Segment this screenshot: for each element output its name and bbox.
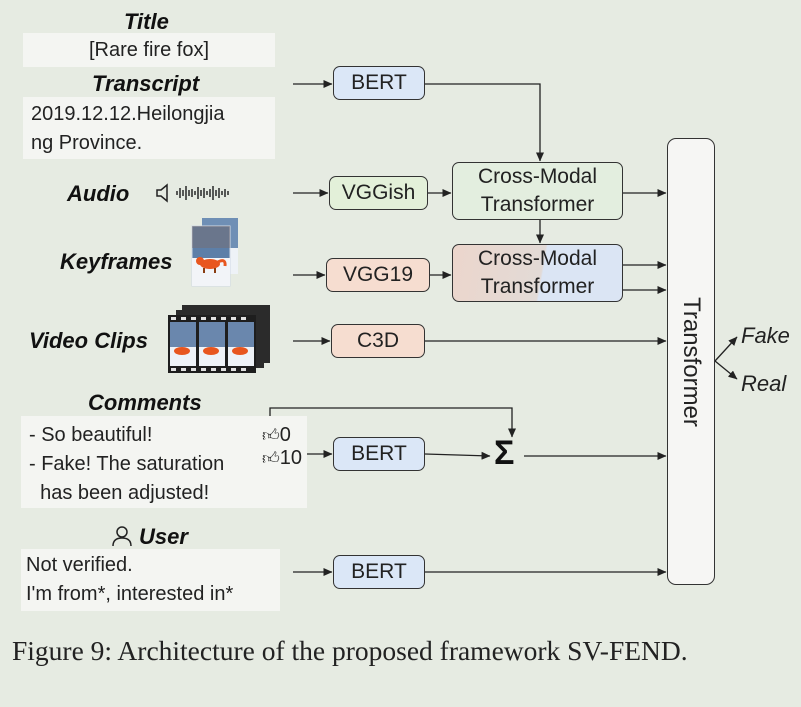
arrow-bert-sum bbox=[424, 451, 491, 460]
vggish-label: VGGish bbox=[341, 181, 416, 204]
bert-transcript-label: BERT bbox=[351, 71, 407, 94]
c3d-label: C3D bbox=[356, 329, 399, 352]
user-label: User bbox=[139, 524, 188, 549]
user-textbox: Not verified. I'm from*, interested in* bbox=[21, 549, 280, 611]
comment-2-like-count: 10 bbox=[279, 447, 303, 469]
comment-1-likes: 👍︎0 bbox=[262, 424, 291, 447]
comment-1: - So beautiful! bbox=[29, 424, 153, 446]
vgg19-node: VGG19 bbox=[326, 258, 430, 292]
bert-user-node: BERT bbox=[333, 555, 425, 589]
title-textbox: [Rare fire fox] bbox=[23, 33, 275, 67]
cross-modal-1-line-2: Transformer bbox=[480, 193, 595, 216]
cross-modal-1-line-1: Cross-Modal bbox=[477, 165, 598, 188]
transcript-textbox: 2019.12.12.Heilongjia ng Province. bbox=[23, 97, 275, 159]
title-label: Title bbox=[124, 9, 169, 34]
user-line-2: I'm from*, interested in* bbox=[26, 583, 234, 605]
figure-caption: Figure 9: Architecture of the proposed f… bbox=[12, 635, 688, 666]
transformer-label: Transformer bbox=[678, 296, 705, 427]
sum-symbol: Σ bbox=[494, 434, 515, 472]
audio-label: Audio bbox=[67, 181, 130, 206]
title-text: [Rare fire fox] bbox=[88, 39, 210, 61]
user-icon bbox=[112, 526, 132, 547]
fox-video-clip-image bbox=[168, 305, 270, 373]
cross-modal-2-line-2: Transformer bbox=[480, 275, 595, 298]
comment-1-like-count: 0 bbox=[279, 424, 291, 446]
c3d-node: C3D bbox=[331, 324, 425, 358]
thumbs-up-icon: 👍︎ bbox=[262, 449, 280, 468]
speaker-icon bbox=[156, 183, 168, 203]
comments-textbox: - So beautiful! - Fake! The saturation h… bbox=[21, 416, 307, 508]
bert-comments-label: BERT bbox=[351, 442, 407, 465]
bert-transcript-node: BERT bbox=[333, 66, 425, 100]
transcript-line-2: ng Province. bbox=[31, 132, 143, 154]
transcript-line-1: 2019.12.12.Heilongjia bbox=[31, 103, 225, 125]
comments-label: Comments bbox=[88, 390, 202, 415]
fox-keyframe-image bbox=[191, 218, 238, 287]
cross-modal-transformer-2: Cross-Modal Transformer bbox=[452, 244, 623, 302]
keyframes-label: Keyframes bbox=[60, 249, 173, 274]
waveform-icon bbox=[176, 186, 229, 200]
arrow-bert-crossmodal1 bbox=[425, 83, 544, 162]
comment-2-line-2: has been adjusted! bbox=[29, 482, 210, 504]
bert-user-label: BERT bbox=[351, 560, 407, 583]
comment-2-likes: 👍︎10 bbox=[262, 447, 302, 470]
transformer-node: Transformer bbox=[667, 138, 715, 585]
comment-2-line-1: - Fake! The saturation bbox=[29, 453, 225, 475]
bert-comments-node: BERT bbox=[333, 437, 425, 471]
cross-modal-2-line-1: Cross-Modal bbox=[477, 247, 598, 270]
thumbs-up-icon: 👍︎ bbox=[262, 426, 280, 445]
output-real: Real bbox=[741, 371, 787, 396]
arrow-output-fake bbox=[714, 336, 738, 362]
cross-modal-transformer-1: Cross-Modal Transformer bbox=[452, 162, 623, 220]
transcript-label: Transcript bbox=[92, 71, 200, 96]
vgg19-label: VGG19 bbox=[342, 263, 414, 286]
user-line-1: Not verified. bbox=[26, 554, 133, 576]
vggish-node: VGGish bbox=[329, 176, 428, 210]
output-fake: Fake bbox=[741, 323, 790, 348]
arrow-output-real bbox=[714, 360, 738, 380]
video-clips-label: Video Clips bbox=[29, 328, 148, 353]
